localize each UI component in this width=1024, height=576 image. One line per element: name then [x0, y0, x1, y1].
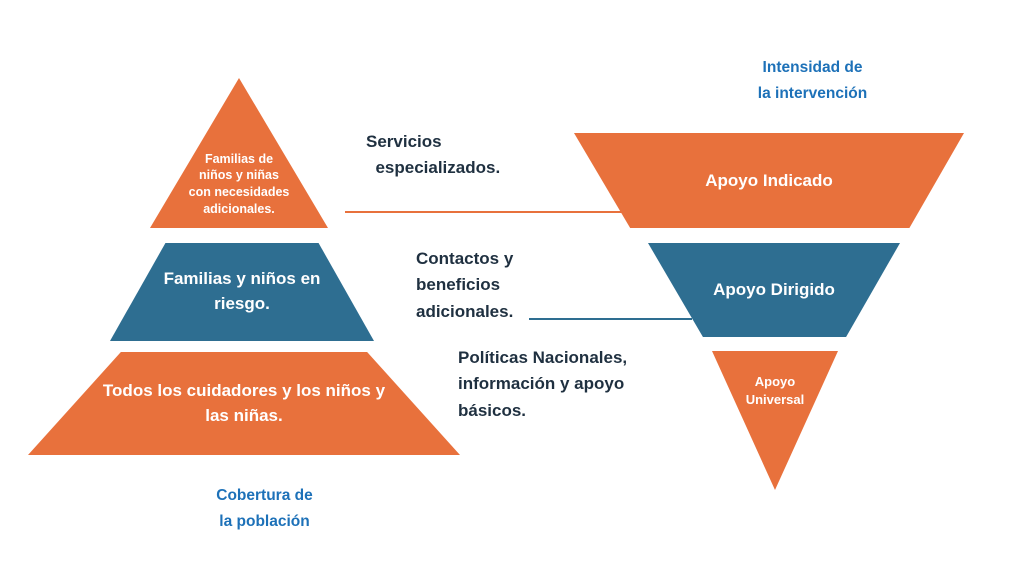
connector-line-top-tier	[345, 211, 623, 213]
left-pyramid-tier-middle-label: Familias y niños en riesgo.	[163, 269, 321, 313]
right-pyramid-tier-dirigido: Apoyo Dirigido	[648, 243, 900, 337]
service-label-national-policies: Políticas Nacionales, información y apoy…	[458, 348, 628, 420]
service-label-contacts-benefits: Contactos y beneficios adicionales.	[416, 249, 514, 321]
right-pyramid-tier-indicado-label: Apoyo Indicado	[705, 170, 833, 190]
intensity-axis-label: Intensidad de la intervención	[757, 59, 868, 103]
coverage-axis-label: Cobertura de la población	[216, 487, 313, 531]
right-pyramid-tier-indicado: Apoyo Indicado	[574, 133, 964, 228]
right-pyramid-tier-dirigido-label: Apoyo Dirigido	[713, 280, 835, 299]
right-pyramid-tier-universal-label: Apoyo Universal	[745, 374, 805, 408]
right-pyramid-tier-universal: Apoyo Universal	[712, 351, 838, 490]
left-pyramid-tier-bottom: Todos los cuidadores y los niños y las n…	[28, 352, 460, 455]
left-pyramid-tier-middle: Familias y niños en riesgo.	[110, 243, 374, 341]
connector-line-middle-tier	[529, 318, 692, 320]
left-pyramid-tier-top-label: Familias de niños y niñas con necesidade…	[188, 151, 290, 217]
service-label-specialized: Servicios especializados.	[366, 132, 501, 178]
left-pyramid-tier-bottom-label: Todos los cuidadores y los niños y las n…	[102, 380, 386, 425]
left-pyramid-tier-top: Familias de niños y niñas con necesidade…	[150, 78, 328, 228]
